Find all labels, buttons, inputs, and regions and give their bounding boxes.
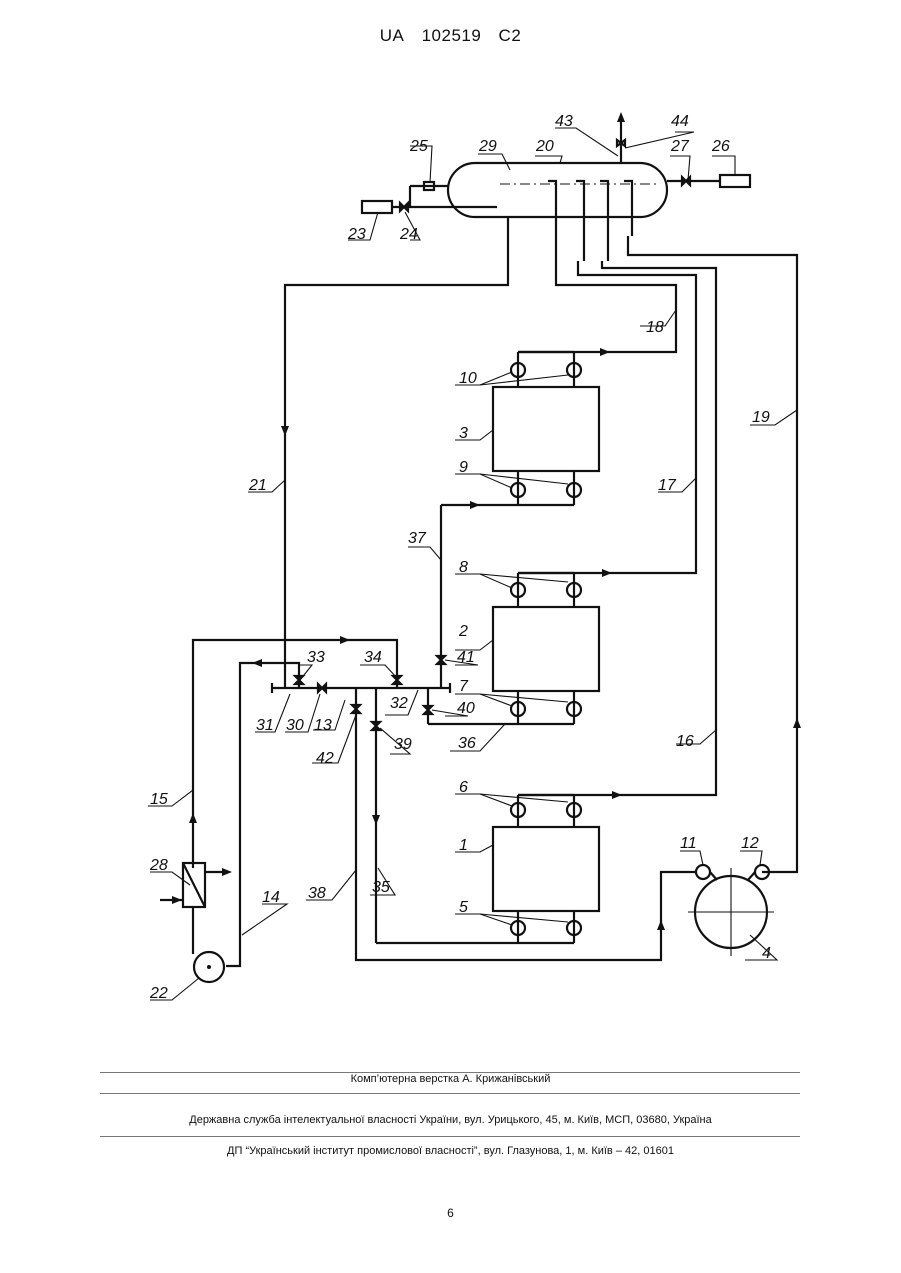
arrow-14: [252, 659, 262, 667]
pump-22-hub: [207, 965, 211, 969]
label-43: 43: [555, 113, 573, 130]
hx-inlet-arrow: [172, 896, 182, 904]
label-18: 18: [646, 319, 664, 336]
label-32: 32: [390, 695, 408, 712]
label-28: 28: [149, 857, 168, 874]
heat-exchanger-diagonal: [183, 863, 205, 907]
label-41: 41: [457, 649, 475, 666]
schematic-diagram: 25 29 20 43 44 27 26 23 24 18 10 3 9 19 …: [0, 0, 901, 1060]
vessel-outlet: [748, 872, 755, 880]
label-38: 38: [308, 885, 326, 902]
arrow-38: [657, 920, 665, 930]
footer-rule-3: [100, 1136, 800, 1137]
label-9: 9: [459, 459, 468, 476]
label-29: 29: [478, 138, 497, 155]
arrow-18: [600, 348, 610, 356]
arrow-15-top: [340, 636, 350, 644]
label-14: 14: [262, 889, 280, 906]
label-33: 33: [307, 649, 325, 666]
block-1: [493, 827, 599, 911]
label-30: 30: [286, 717, 304, 734]
label-16: 16: [676, 733, 694, 750]
label-17: 17: [658, 477, 677, 494]
label-4: 4: [762, 945, 771, 962]
footer-agency: Державна служба інтелектуальної власност…: [0, 1114, 901, 1126]
separator-drum: [448, 163, 667, 217]
arrow-37: [470, 501, 480, 509]
label-12: 12: [741, 835, 759, 852]
label-24: 24: [399, 226, 418, 243]
return-line-38: [356, 688, 696, 960]
leader-lines: [148, 128, 797, 1000]
label-3: 3: [459, 425, 468, 442]
footer-layout-credit: Комп’ютерна верстка А. Крижанівський: [0, 1073, 901, 1085]
line-15: [193, 640, 397, 868]
drum-risers: [548, 181, 632, 261]
label-2: 2: [458, 623, 468, 640]
label-1: 1: [459, 837, 468, 854]
label-15: 15: [150, 791, 168, 808]
label-40: 40: [457, 700, 475, 717]
label-35: 35: [372, 879, 390, 896]
label-23: 23: [347, 226, 366, 243]
label-34: 34: [364, 649, 382, 666]
fitting-11: [696, 865, 710, 879]
footer-institute: ДП “Український інститут промислової вла…: [0, 1145, 901, 1157]
label-10: 10: [459, 370, 477, 387]
hx-outlet-arrow: [222, 868, 232, 876]
label-11: 11: [680, 835, 697, 852]
device-23: [362, 201, 392, 213]
label-39: 39: [394, 736, 412, 753]
label-44: 44: [671, 113, 689, 130]
block-2: [493, 607, 599, 691]
label-37: 37: [408, 530, 427, 547]
arrow-16: [612, 791, 622, 799]
label-20: 20: [535, 138, 554, 155]
riser-17: [518, 261, 696, 573]
riser-16: [518, 261, 716, 795]
label-22: 22: [149, 985, 168, 1002]
device-26: [720, 175, 750, 187]
label-8: 8: [459, 559, 468, 576]
block-3: [493, 387, 599, 471]
label-27: 27: [670, 138, 690, 155]
label-6: 6: [459, 779, 468, 796]
label-25: 25: [409, 138, 428, 155]
vent-arrow: [617, 112, 625, 122]
arrow-35: [372, 815, 380, 825]
label-7: 7: [459, 678, 469, 695]
label-26: 26: [711, 138, 730, 155]
vessel-inlet: [710, 872, 717, 880]
label-31: 31: [256, 717, 274, 734]
label-21: 21: [248, 477, 267, 494]
page-number: 6: [0, 1206, 901, 1220]
label-36: 36: [458, 735, 476, 752]
label-19: 19: [752, 409, 770, 426]
footer-rule-2: [100, 1093, 800, 1094]
arrow-17: [602, 569, 612, 577]
downcomer-21: [285, 217, 508, 688]
label-42: 42: [316, 750, 334, 767]
arrow-19: [793, 718, 801, 728]
label-13: 13: [314, 717, 332, 734]
arrow-21: [281, 426, 289, 436]
label-5: 5: [459, 899, 468, 916]
arrow-15: [189, 813, 197, 823]
